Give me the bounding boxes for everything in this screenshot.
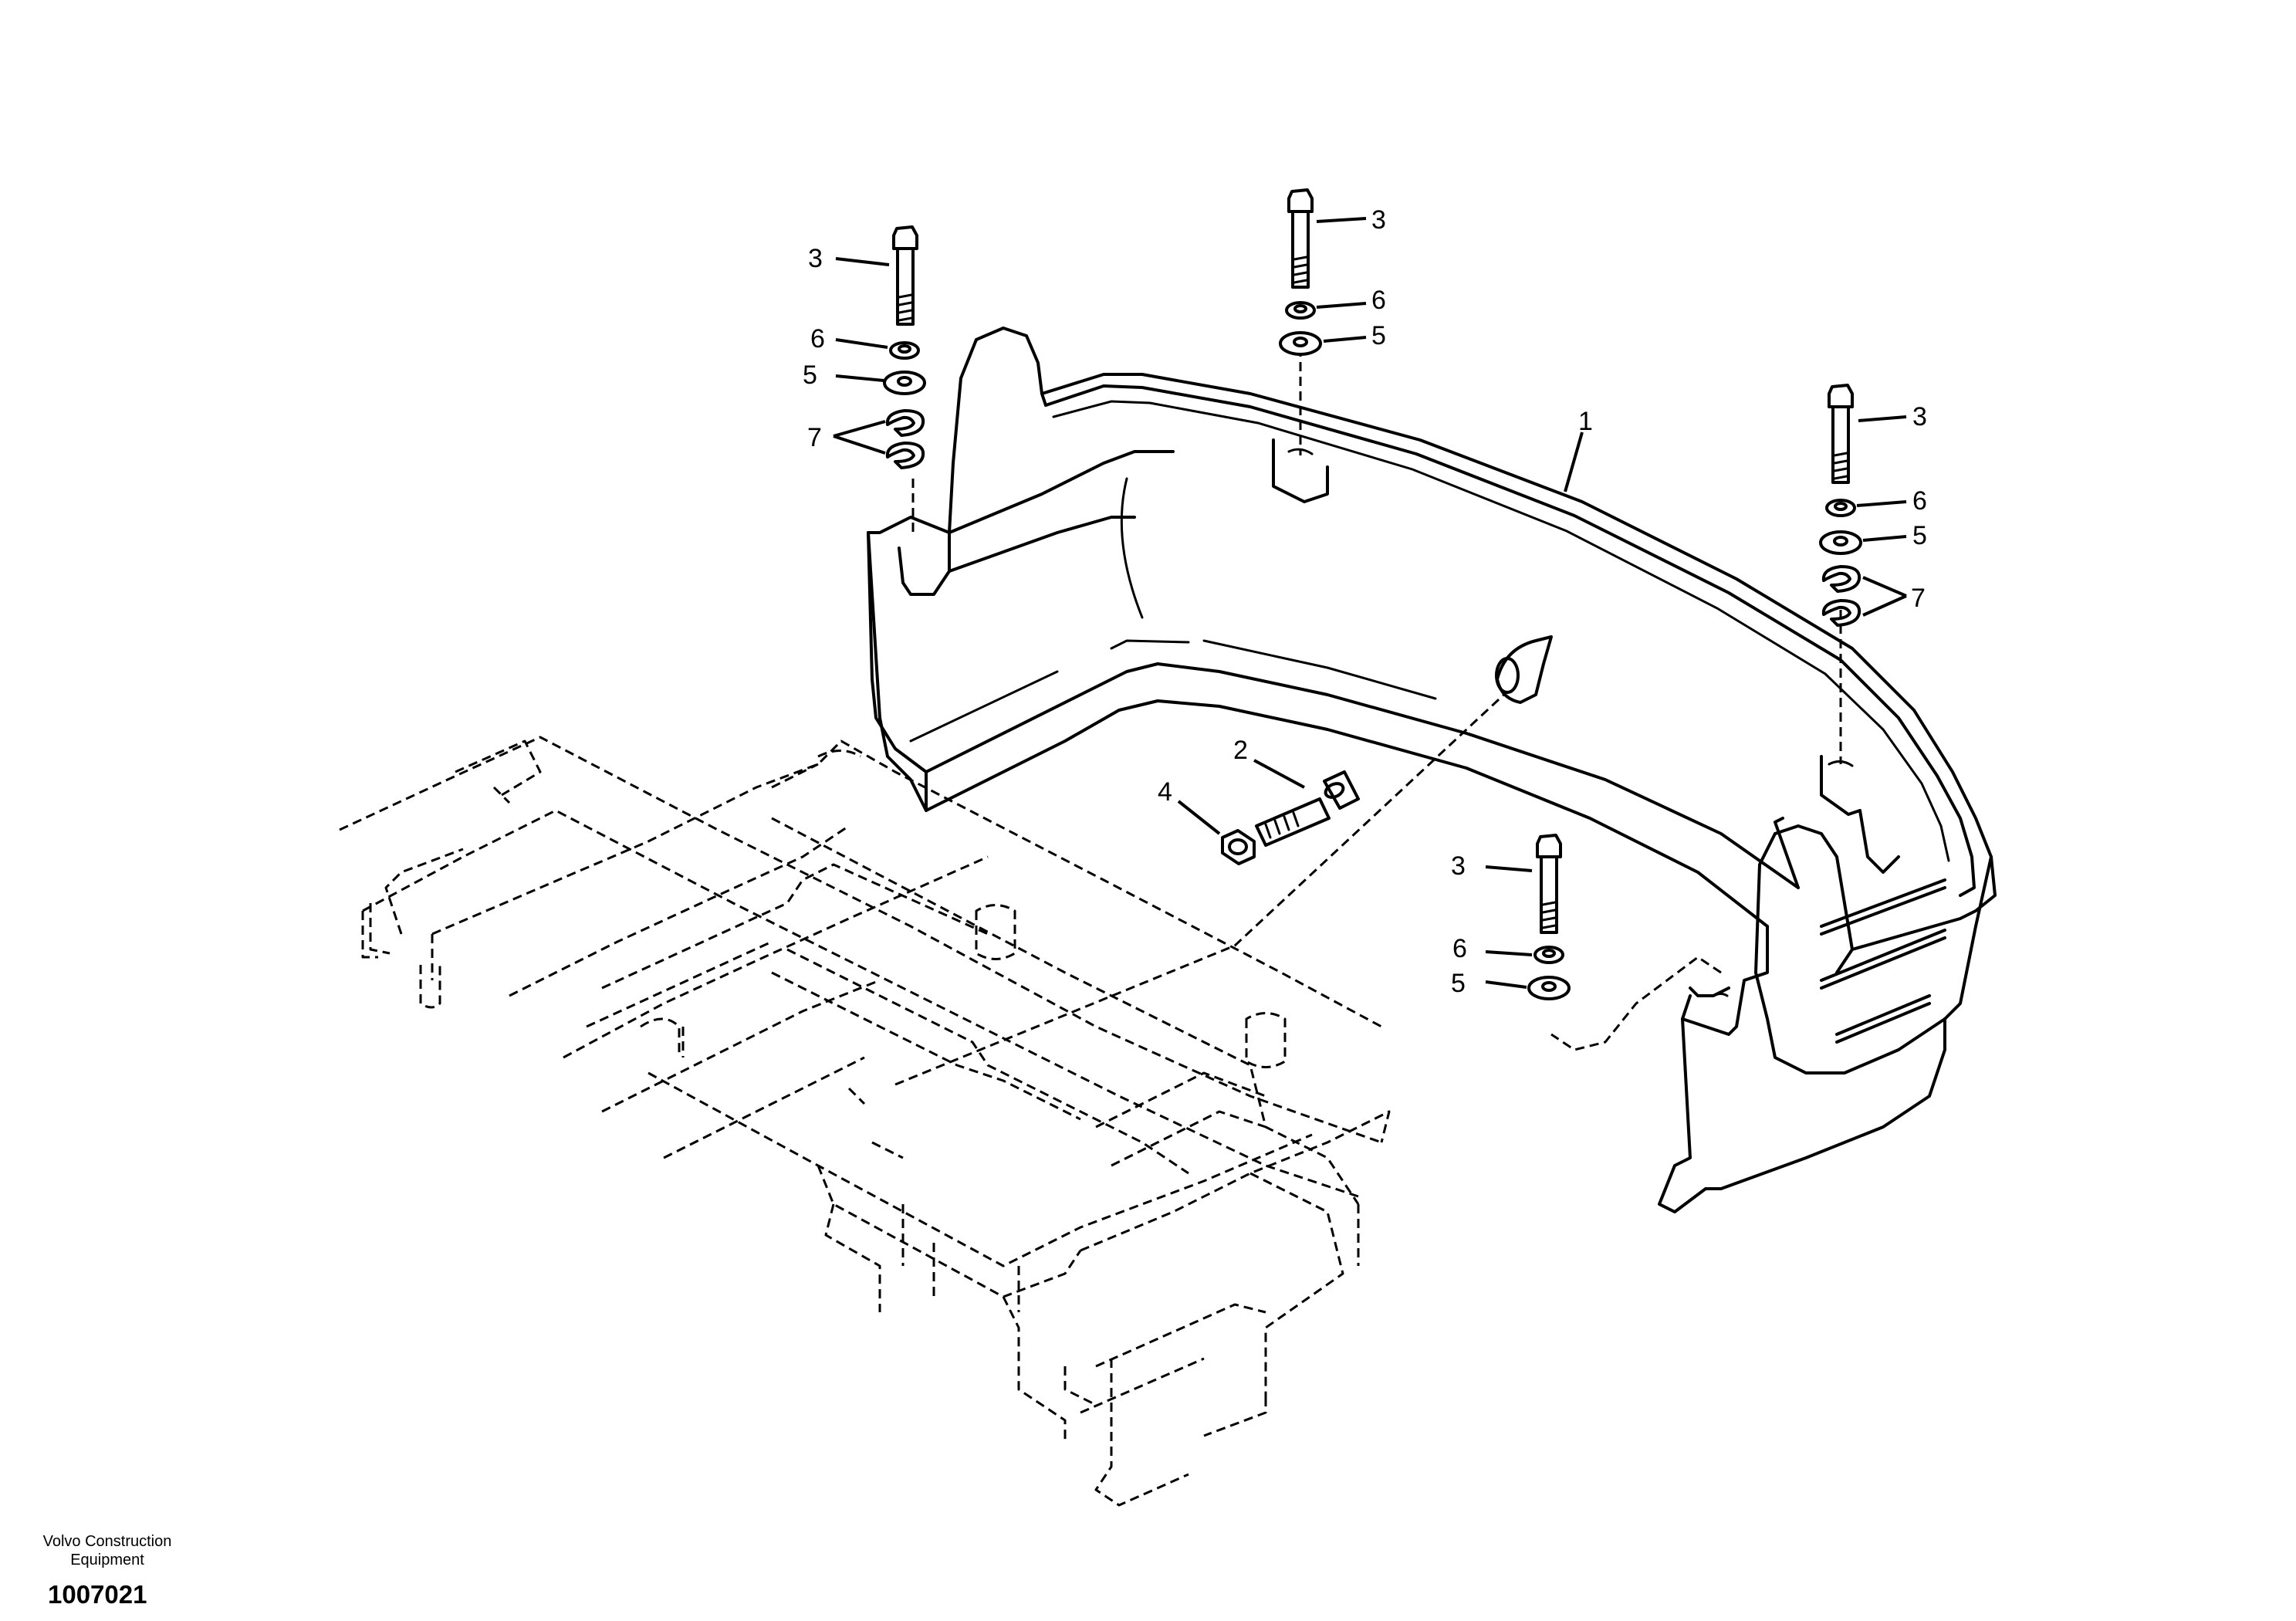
shim-7-left-a [885, 409, 925, 437]
washer-5-center [1279, 331, 1322, 356]
callout-labels: 1 2 3 3 3 3 4 5 5 5 5 6 6 6 6 7 7 [803, 205, 1927, 998]
bolt-3-left [892, 225, 918, 326]
eye-bolt-2 [1255, 770, 1360, 847]
callout-6-right: 6 [1912, 486, 1927, 516]
callout-2: 2 [1233, 736, 1248, 765]
bolt-3-lower [1536, 834, 1562, 934]
lock-washer-6-right [1825, 499, 1856, 517]
callout-6-left: 6 [810, 324, 825, 354]
shim-7-right-b [1821, 599, 1861, 627]
bolt-3-center [1287, 188, 1314, 289]
fastener-stack-lower [1527, 834, 1571, 1000]
brand-line-2: Equipment [70, 1552, 144, 1569]
callout-3-left: 3 [808, 244, 823, 273]
shim-7-right-a [1821, 565, 1861, 593]
callout-3-right: 3 [1912, 402, 1927, 431]
callout-3-lower: 3 [1451, 851, 1466, 881]
callout-6-center: 6 [1371, 286, 1386, 315]
washer-5-right [1819, 530, 1862, 555]
callout-6-lower: 6 [1452, 934, 1467, 963]
lock-washer-6-left [889, 341, 920, 360]
lock-washer-6-lower [1533, 946, 1564, 964]
fastener-stack-right [1819, 384, 1862, 627]
callout-1: 1 [1578, 407, 1593, 436]
callout-4: 4 [1158, 777, 1172, 807]
callout-5-lower: 5 [1451, 969, 1466, 998]
fastener-stack-left [883, 225, 926, 469]
callout-3-center: 3 [1371, 205, 1386, 235]
leader-lines [833, 217, 1907, 989]
lock-washer-6-center [1285, 301, 1316, 320]
callout-7-right: 7 [1911, 584, 1926, 613]
fastener-stack-center [1279, 188, 1322, 356]
drawing-number: 1007021 [48, 1580, 147, 1609]
bolt-3-right [1828, 384, 1854, 484]
shim-7-left-b [885, 442, 925, 469]
upper-frame-dashed-outline [339, 736, 1391, 1507]
nut-4 [1221, 829, 1256, 865]
callout-7-left: 7 [807, 423, 822, 452]
counterweight [867, 327, 1997, 1213]
callout-5-left: 5 [803, 360, 817, 390]
drawing-footer: Volvo Construction Equipment 1007021 [11, 1532, 204, 1609]
callout-5-center: 5 [1371, 321, 1386, 350]
washer-5-lower [1527, 976, 1571, 1000]
brand-line-1: Volvo Construction [42, 1533, 172, 1550]
alignment-lines [894, 347, 1842, 1086]
washer-5-left [883, 371, 926, 395]
callout-5-right: 5 [1912, 521, 1927, 550]
